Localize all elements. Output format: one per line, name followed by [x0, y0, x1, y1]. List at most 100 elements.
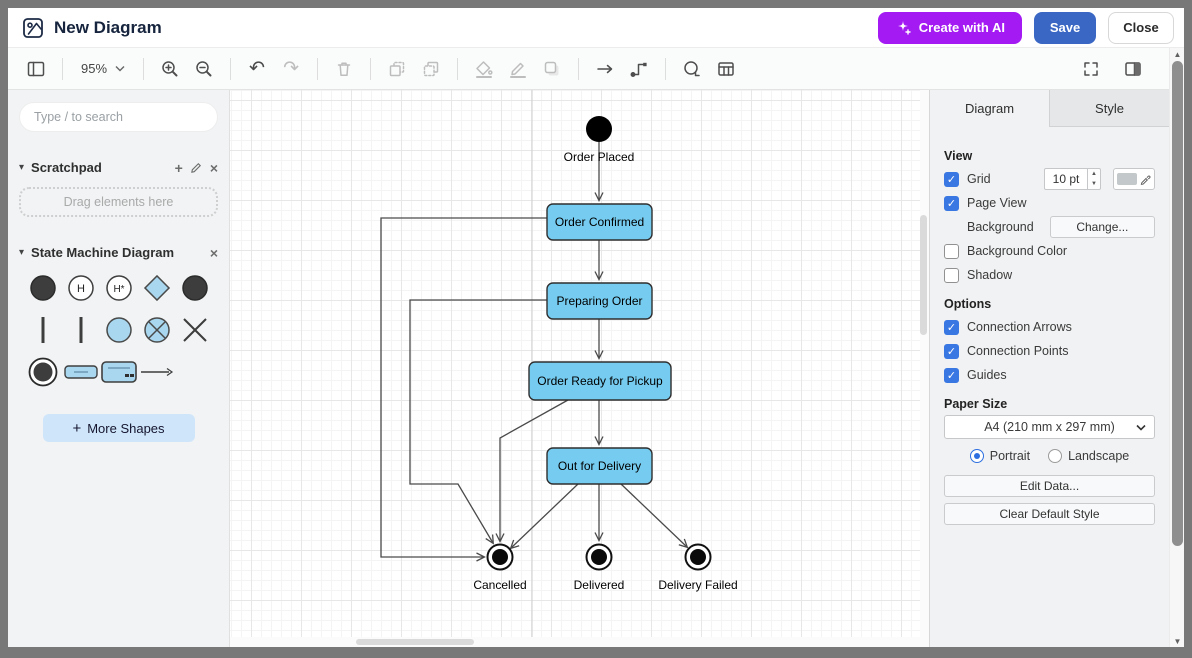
background-change-button[interactable]: Change...	[1049, 216, 1155, 238]
fill-color-icon[interactable]	[470, 55, 498, 83]
canvas-vertical-thumb[interactable]	[920, 215, 927, 335]
close-label: Close	[1123, 20, 1159, 35]
grid-checkbox[interactable]: ✓	[944, 171, 959, 187]
window-scrollbar[interactable]: ▲ ▼	[1169, 48, 1184, 647]
state-label: Order Placed	[564, 150, 635, 164]
format-panel-icon[interactable]	[1119, 55, 1147, 83]
line-color-icon[interactable]	[504, 55, 532, 83]
shape-choice[interactable]	[138, 270, 176, 306]
save-button[interactable]: Save	[1034, 11, 1096, 44]
edge-ready-cancelled[interactable]	[495, 399, 569, 543]
shape-end-state[interactable]	[176, 270, 214, 306]
paper-size-heading: Paper Size	[944, 397, 1008, 411]
shape-transition[interactable]	[138, 354, 176, 390]
stepper-up-icon[interactable]: ▲	[1091, 171, 1097, 177]
grid-color-button[interactable]	[1113, 168, 1155, 190]
toggle-sidebar-icon[interactable]	[22, 55, 50, 83]
shape-crossed-junction[interactable]	[138, 312, 176, 348]
collapse-icon[interactable]: ▾	[19, 247, 25, 258]
page-view-checkbox[interactable]: ✓	[944, 195, 959, 211]
grid-size-input[interactable]	[1044, 168, 1088, 190]
landscape-radio[interactable]: Landscape	[1048, 449, 1129, 463]
to-back-icon[interactable]	[417, 55, 445, 83]
table-icon[interactable]	[712, 55, 740, 83]
grid-size-stepper[interactable]: ▲▼	[1088, 168, 1101, 190]
scratchpad-edit-icon[interactable]	[190, 161, 203, 174]
paper-size-select[interactable]: A4 (210 mm x 297 mm)	[944, 415, 1155, 439]
state-delivery-failed[interactable]	[684, 543, 712, 571]
shape-deep-history[interactable]: H*	[100, 270, 138, 306]
edge-out-cancelled[interactable]	[509, 483, 579, 550]
shapes-section-header[interactable]: ▾ State Machine Diagram ×	[19, 245, 218, 260]
scratchpad-dropzone[interactable]: Drag elements here	[19, 187, 218, 217]
search-input[interactable]	[34, 110, 203, 124]
page-view-label: Page View	[967, 196, 1027, 210]
edge-preparing-cancelled[interactable]	[409, 299, 547, 545]
state-initial[interactable]	[586, 116, 612, 142]
scratchpad-add-icon[interactable]: +	[174, 159, 183, 176]
shape-initial-state[interactable]	[24, 270, 62, 306]
insert-shape-icon[interactable]	[678, 55, 706, 83]
edit-data-button[interactable]: Edit Data...	[944, 475, 1155, 497]
state-order-confirmed[interactable]	[546, 203, 653, 241]
format-tabs: Diagram Style	[930, 90, 1169, 127]
toolbar: 95% ↶ ↷	[8, 48, 1169, 90]
to-front-icon[interactable]	[383, 55, 411, 83]
shapes-section-close-icon[interactable]: ×	[209, 244, 218, 261]
zoom-out-icon[interactable]	[190, 55, 218, 83]
more-shapes-button[interactable]: + More Shapes	[42, 414, 195, 442]
stepper-down-icon[interactable]: ▼	[1091, 181, 1097, 187]
collapse-icon[interactable]: ▾	[19, 162, 25, 173]
state-label: Cancelled	[473, 578, 526, 592]
tab-style[interactable]: Style	[1049, 90, 1169, 127]
connection-icon[interactable]	[591, 55, 619, 83]
state-out-for-delivery[interactable]	[546, 447, 653, 485]
zoom-in-icon[interactable]	[156, 55, 184, 83]
guides-checkbox[interactable]: ✓	[944, 367, 959, 383]
shape-cross[interactable]	[176, 312, 214, 348]
shape-fork-bar[interactable]	[24, 312, 62, 348]
shape-join-bar[interactable]	[62, 312, 100, 348]
canvas-vertical-scrollbar[interactable]	[919, 90, 928, 637]
delete-icon[interactable]	[330, 55, 358, 83]
tab-diagram[interactable]: Diagram	[930, 90, 1049, 127]
diagram-canvas[interactable]: Order Placed Order Confirmed Preparing O…	[230, 90, 929, 647]
state-order-ready[interactable]	[528, 361, 672, 401]
shape-shallow-history[interactable]: H	[62, 270, 100, 306]
scroll-up-icon[interactable]: ▲	[1173, 49, 1182, 59]
shape-search[interactable]	[19, 102, 218, 132]
waypoints-icon[interactable]	[625, 55, 653, 83]
state-delivered[interactable]	[585, 543, 613, 571]
shape-palette: H H*	[19, 270, 218, 390]
scratchpad-header[interactable]: ▾ Scratchpad + ×	[19, 160, 218, 175]
portrait-radio[interactable]: Portrait	[969, 449, 1031, 463]
edge-confirmed-cancelled[interactable]	[380, 217, 547, 562]
close-button[interactable]: Close	[1108, 11, 1174, 44]
shadow-checkbox[interactable]	[944, 267, 959, 283]
canvas-horizontal-scrollbar[interactable]	[230, 637, 920, 647]
portrait-label: Portrait	[989, 449, 1031, 463]
redo-icon[interactable]: ↷	[277, 55, 305, 83]
scroll-down-icon[interactable]: ▼	[1173, 636, 1182, 646]
shape-composite-state[interactable]	[100, 354, 138, 390]
background-color-checkbox[interactable]	[944, 243, 959, 259]
zoom-dropdown[interactable]: 95%	[75, 61, 131, 76]
shape-state[interactable]	[62, 354, 100, 390]
scrollbar-thumb[interactable]	[1172, 61, 1183, 546]
state-preparing-order[interactable]	[546, 282, 653, 320]
edge-out-failed[interactable]	[620, 483, 689, 549]
shape-final-state[interactable]	[24, 354, 62, 390]
scratchpad-close-icon[interactable]: ×	[209, 159, 218, 176]
transition-edges	[380, 142, 689, 562]
fullscreen-icon[interactable]	[1077, 55, 1105, 83]
clear-default-style-button[interactable]: Clear Default Style	[944, 503, 1155, 525]
shape-junction[interactable]	[100, 312, 138, 348]
connection-arrows-row: ✓ Connection Arrows	[944, 315, 1155, 339]
connection-arrows-checkbox[interactable]: ✓	[944, 319, 959, 335]
shadow-icon[interactable]	[538, 55, 566, 83]
create-with-ai-button[interactable]: Create with AI	[877, 11, 1022, 44]
state-cancelled[interactable]	[486, 543, 514, 571]
canvas-horizontal-thumb[interactable]	[356, 639, 474, 645]
undo-icon[interactable]: ↶	[243, 55, 271, 83]
connection-points-checkbox[interactable]: ✓	[944, 343, 959, 359]
